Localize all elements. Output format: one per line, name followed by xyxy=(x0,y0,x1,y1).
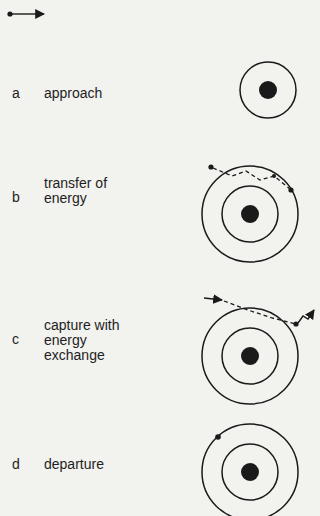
atom-c xyxy=(202,308,298,404)
approaching-electron xyxy=(7,11,44,16)
panel-caption: departure xyxy=(44,457,104,472)
atom-a xyxy=(240,62,296,118)
atom-d xyxy=(202,424,298,516)
capture-path xyxy=(204,298,314,327)
panel-caption: approach xyxy=(44,86,102,101)
panel-letter: d xyxy=(12,457,20,472)
atom-b xyxy=(202,166,298,262)
panel-caption: transfer of energy xyxy=(44,176,126,206)
panel-letter: c xyxy=(12,332,19,347)
panel-letter: a xyxy=(12,86,20,101)
panel-letter: b xyxy=(12,190,20,205)
energy-transfer-path xyxy=(208,164,293,192)
panel-caption: capture with energy exchange xyxy=(44,318,128,363)
